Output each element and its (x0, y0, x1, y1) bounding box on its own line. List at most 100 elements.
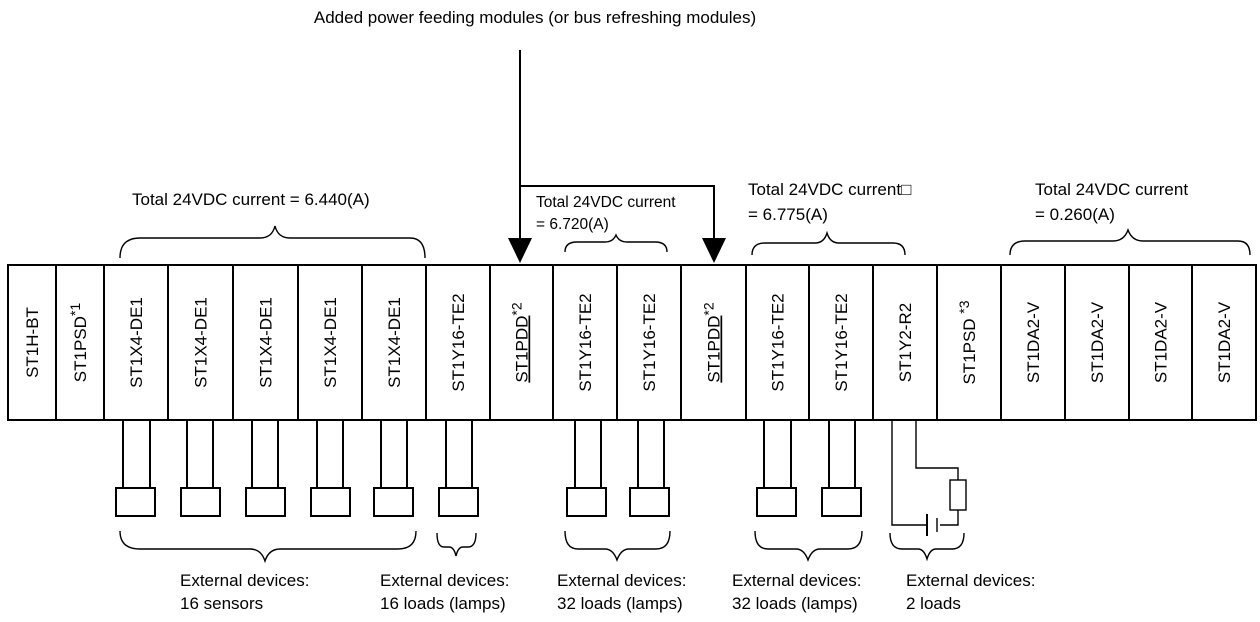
module-slot-6: ST1X4-DE1 (297, 264, 363, 421)
external-5-line2: 2 loads (906, 594, 961, 613)
connector-1 (115, 420, 156, 517)
feed-arrows (508, 50, 726, 263)
connector-5 (373, 420, 414, 517)
module-slot-5: ST1X4-DE1 (232, 264, 299, 421)
external-1-line2: 16 sensors (180, 594, 263, 613)
module-box (680, 264, 747, 421)
module-slot-9: ST1PDD*2 (489, 264, 554, 421)
module-label: ST1PDD*2 (509, 302, 532, 383)
module-label: ST1DA2-V (1152, 301, 1171, 383)
external-4-line2: 32 loads (lamps) (732, 594, 858, 613)
module-box (55, 264, 105, 421)
group-2-current-line1: Total 24VDC current (536, 194, 676, 211)
bottom-brace-5 (889, 532, 965, 562)
module-label: ST1PSD*1 (67, 303, 90, 383)
module-label: ST1DA2-V (1024, 301, 1043, 383)
module-slot-16: ST1PSD *3 (936, 264, 1002, 421)
group-1-current: Total 24VDC current = 6.440(A) (132, 190, 370, 209)
module-slot-14: ST1Y16-TE2 (808, 264, 874, 421)
brace-group-2 (564, 233, 668, 253)
module-label: ST1Y2-R2 (896, 303, 915, 382)
bottom-brace-3 (564, 530, 671, 563)
module-box (7, 264, 57, 421)
connector-10 (821, 420, 862, 517)
arrow-head-left (508, 238, 532, 263)
module-box (1000, 264, 1066, 421)
module-label: ST1H-BT (23, 307, 42, 378)
module-box (936, 264, 1002, 421)
module-slot-4: ST1X4-DE1 (167, 264, 234, 421)
module-label: ST1Y16-TE2 (832, 293, 851, 391)
module-label: ST1Y16-TE2 (769, 293, 788, 391)
connector-2 (180, 420, 221, 517)
module-label: ST1X4-DE1 (127, 297, 146, 388)
module-box (361, 264, 427, 421)
relay-load-circuit (891, 420, 967, 536)
top-braces (119, 225, 1251, 259)
module-label: ST1PDD*2 (701, 302, 724, 383)
bottom-brace-4 (754, 530, 863, 563)
module-box (232, 264, 299, 421)
module-box (1191, 264, 1257, 421)
brace-group-1 (119, 225, 426, 259)
load-resistor-icon (949, 479, 967, 511)
module-box (103, 264, 169, 421)
module-box (552, 264, 618, 421)
group-2-current-line2: = 6.720(A) (536, 216, 609, 233)
module-label: ST1X4-DE1 (257, 297, 276, 388)
module-slot-12: ST1PDD*2 (680, 264, 747, 421)
module-slot-18: ST1DA2-V (1064, 264, 1130, 421)
module-label: ST1DA2-V (1088, 301, 1107, 383)
connector-6 (438, 420, 479, 517)
module-label: ST1Y16-TE2 (449, 293, 468, 391)
module-slot-3: ST1X4-DE1 (103, 264, 169, 421)
bottom-brace-1 (119, 530, 417, 564)
module-row: ST1H-BT ST1PSD*1 ST1X4-DE1 ST1X4-DE1 ST1X4-D… (7, 264, 1257, 421)
brace-group-3 (751, 230, 906, 256)
connector-4 (310, 420, 351, 517)
external-3-line1: External devices: (557, 571, 686, 590)
module-label: ST1X4-DE1 (192, 297, 211, 388)
module-label: ST1DA2-V (1215, 301, 1234, 383)
connector-7 (566, 420, 607, 517)
module-slot-20: ST1DA2-V (1191, 264, 1257, 421)
module-slot-19: ST1DA2-V (1128, 264, 1193, 421)
module-label: ST1X4-DE1 (321, 297, 340, 388)
external-4-line1: External devices: (732, 571, 861, 590)
group-4-current-line1: Total 24VDC current (1035, 180, 1188, 199)
module-box (489, 264, 554, 421)
module-slot-10: ST1Y16-TE2 (552, 264, 618, 421)
group-4-current-line2: = 0.260(A) (1035, 205, 1115, 224)
module-slot-13: ST1Y16-TE2 (745, 264, 810, 421)
external-3-line2: 32 loads (lamps) (557, 594, 683, 613)
module-slot-7: ST1X4-DE1 (361, 264, 427, 421)
module-slot-2: ST1PSD*1 (55, 264, 105, 421)
top-caption: Added power feeding modules (or bus refr… (314, 8, 756, 27)
module-label: ST1X4-DE1 (385, 297, 404, 388)
module-slot-8: ST1Y16-TE2 (425, 264, 491, 421)
module-slot-15: ST1Y2-R2 (872, 264, 938, 421)
module-slot-11: ST1Y16-TE2 (616, 264, 682, 421)
module-box (872, 264, 938, 421)
module-box (808, 264, 874, 421)
module-slot-17: ST1DA2-V (1000, 264, 1066, 421)
module-label: ST1Y16-TE2 (640, 293, 659, 391)
module-box (1064, 264, 1130, 421)
external-5-line1: External devices: (906, 571, 1035, 590)
bottom-brace-2 (436, 532, 477, 557)
module-slot-1: ST1H-BT (7, 264, 57, 421)
module-box (425, 264, 491, 421)
module-label: ST1Y16-TE2 (576, 293, 595, 391)
connector-3 (245, 420, 286, 517)
external-connectors (115, 420, 967, 536)
group-3-current-line1: Total 24VDC current□ (748, 180, 911, 199)
brace-group-4 (1009, 227, 1251, 256)
external-2-line1: External devices: (380, 571, 509, 590)
external-2-line2: 16 loads (lamps) (380, 594, 506, 613)
module-box (1128, 264, 1193, 421)
bottom-braces (119, 530, 965, 564)
module-box (167, 264, 234, 421)
external-1-line1: External devices: (180, 571, 309, 590)
connector-9 (756, 420, 797, 517)
